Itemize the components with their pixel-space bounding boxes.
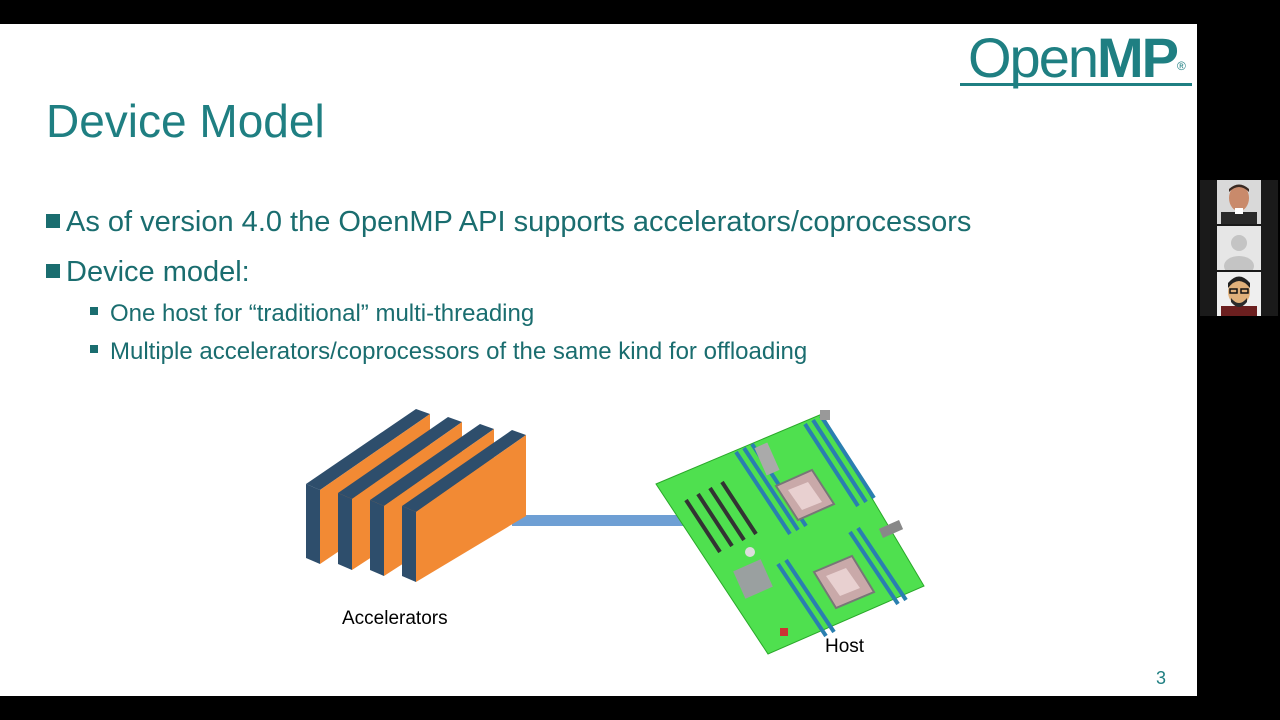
slide-title: Device Model: [46, 95, 325, 147]
logo-text-open: Open: [968, 26, 1099, 89]
small-square-bullet-icon: [90, 344, 98, 353]
slide-page-number: 3: [1156, 668, 1167, 688]
logo-text-mp: MP: [1097, 26, 1179, 89]
openmp-logo: OpenMP®: [960, 26, 1192, 90]
host-motherboard: [655, 410, 925, 660]
connection-link: [512, 515, 690, 526]
device-model-diagram: [306, 409, 925, 660]
logo-registered-mark: ®: [1177, 59, 1186, 73]
accelerator-card: [402, 430, 526, 582]
participant-cartoon-avatar[interactable]: [1217, 272, 1261, 316]
sub-bullet-text: One host for “traditional” multi-threadi…: [110, 300, 535, 327]
logo-wordmark: OpenMP®: [968, 26, 1186, 90]
sub-bullet-item: One host for “traditional” multi-threadi…: [90, 300, 534, 328]
host-label: Host: [825, 636, 865, 657]
square-bullet-icon: [46, 264, 60, 279]
bullet-item: Device model:: [46, 256, 250, 289]
presentation-slide: OpenMP® Device Model As of version 4.0 t…: [0, 24, 1197, 696]
sub-bullet-text: Multiple accelerators/coprocessors of th…: [110, 338, 808, 365]
bullet-text: Device model:: [66, 256, 250, 288]
accelerators-label: Accelerators: [342, 608, 448, 629]
square-bullet-icon: [46, 214, 60, 229]
bullet-item: As of version 4.0 the OpenMP API support…: [46, 206, 971, 239]
small-square-bullet-icon: [90, 306, 98, 315]
participant-placeholder-avatar[interactable]: [1217, 226, 1261, 270]
sub-bullet-item: Multiple accelerators/coprocessors of th…: [90, 338, 807, 366]
bullet-text: As of version 4.0 the OpenMP API support…: [66, 206, 972, 238]
participant-video-strip: [1200, 180, 1278, 316]
participant-photo-man[interactable]: [1217, 180, 1261, 224]
logo-underline: [960, 83, 1192, 86]
